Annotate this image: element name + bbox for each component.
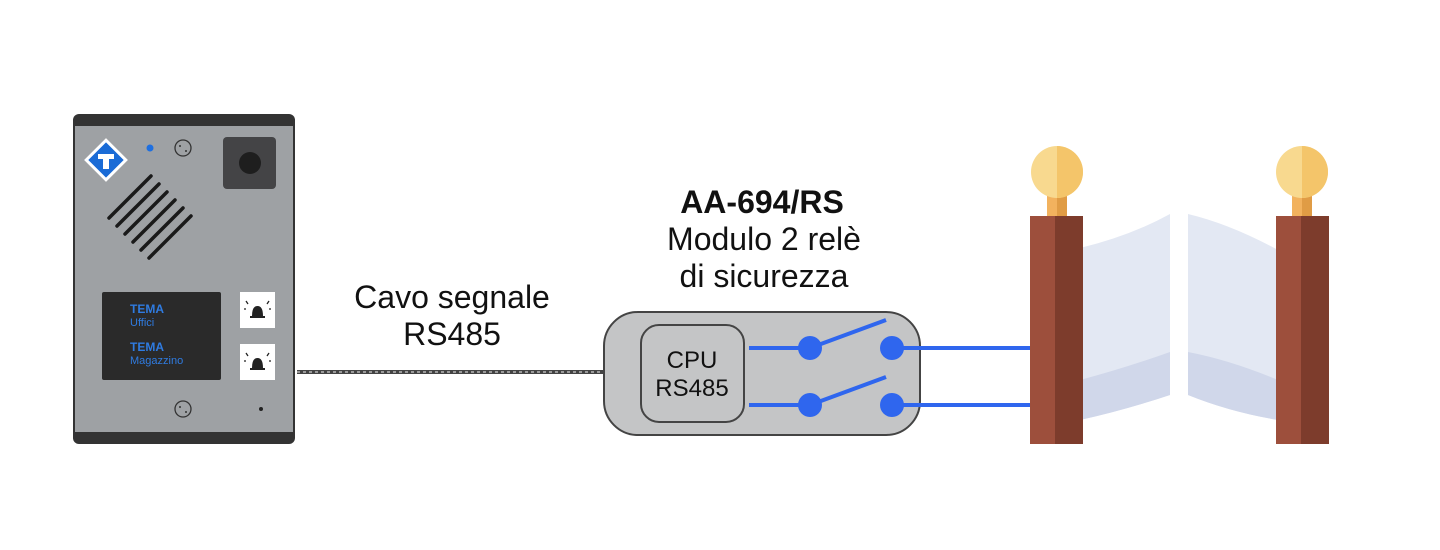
gate-post-right [1276,146,1329,444]
display-label-2-title: TEMA [130,340,164,354]
speaker-grille [107,174,193,260]
name-display [102,292,221,380]
bell-icon [244,352,271,370]
relay-2 [749,375,1032,417]
camera-icon [223,137,276,189]
cable-label-line2: RS485 [403,316,501,352]
intercom-panel: TEMA Uffici TEMA Magazzino [73,114,295,444]
relay-2-contact-common [798,393,822,417]
bell-icon [244,300,271,318]
brand-logo [84,138,128,182]
relay-1 [749,318,1032,360]
relay-module: CPU RS485 [603,311,1032,436]
module-desc-line1: Modulo 2 relè [667,221,861,257]
relay-1-contact-common [798,336,822,360]
cpu-label-line1: CPU [667,347,718,374]
status-led [146,144,154,152]
display-label-2-subtitle: Magazzino [130,355,183,367]
screw-icon [174,400,192,418]
call-button-uffici[interactable] [240,292,275,328]
call-button-magazzino[interactable] [240,344,275,380]
cable-label-line1: Cavo segnale [354,279,550,315]
gate-icon [1030,146,1329,444]
gate-leaf-right-shade [1188,352,1278,420]
microphone-hole [259,407,263,411]
relay-1-contact-open [880,336,904,360]
module-desc-line2: di sicurezza [680,258,849,294]
display-label-1-subtitle: Uffici [130,317,154,329]
module-model: AA-694/RS [680,184,844,220]
relay-2-contact-open [880,393,904,417]
cpu-block [640,324,745,423]
screw-icon [174,139,192,157]
gate-post-left [1030,146,1083,444]
gate-leaf-left-shade [1080,352,1170,420]
display-label-1-title: TEMA [130,302,164,316]
cpu-label-line2: RS485 [655,375,728,402]
